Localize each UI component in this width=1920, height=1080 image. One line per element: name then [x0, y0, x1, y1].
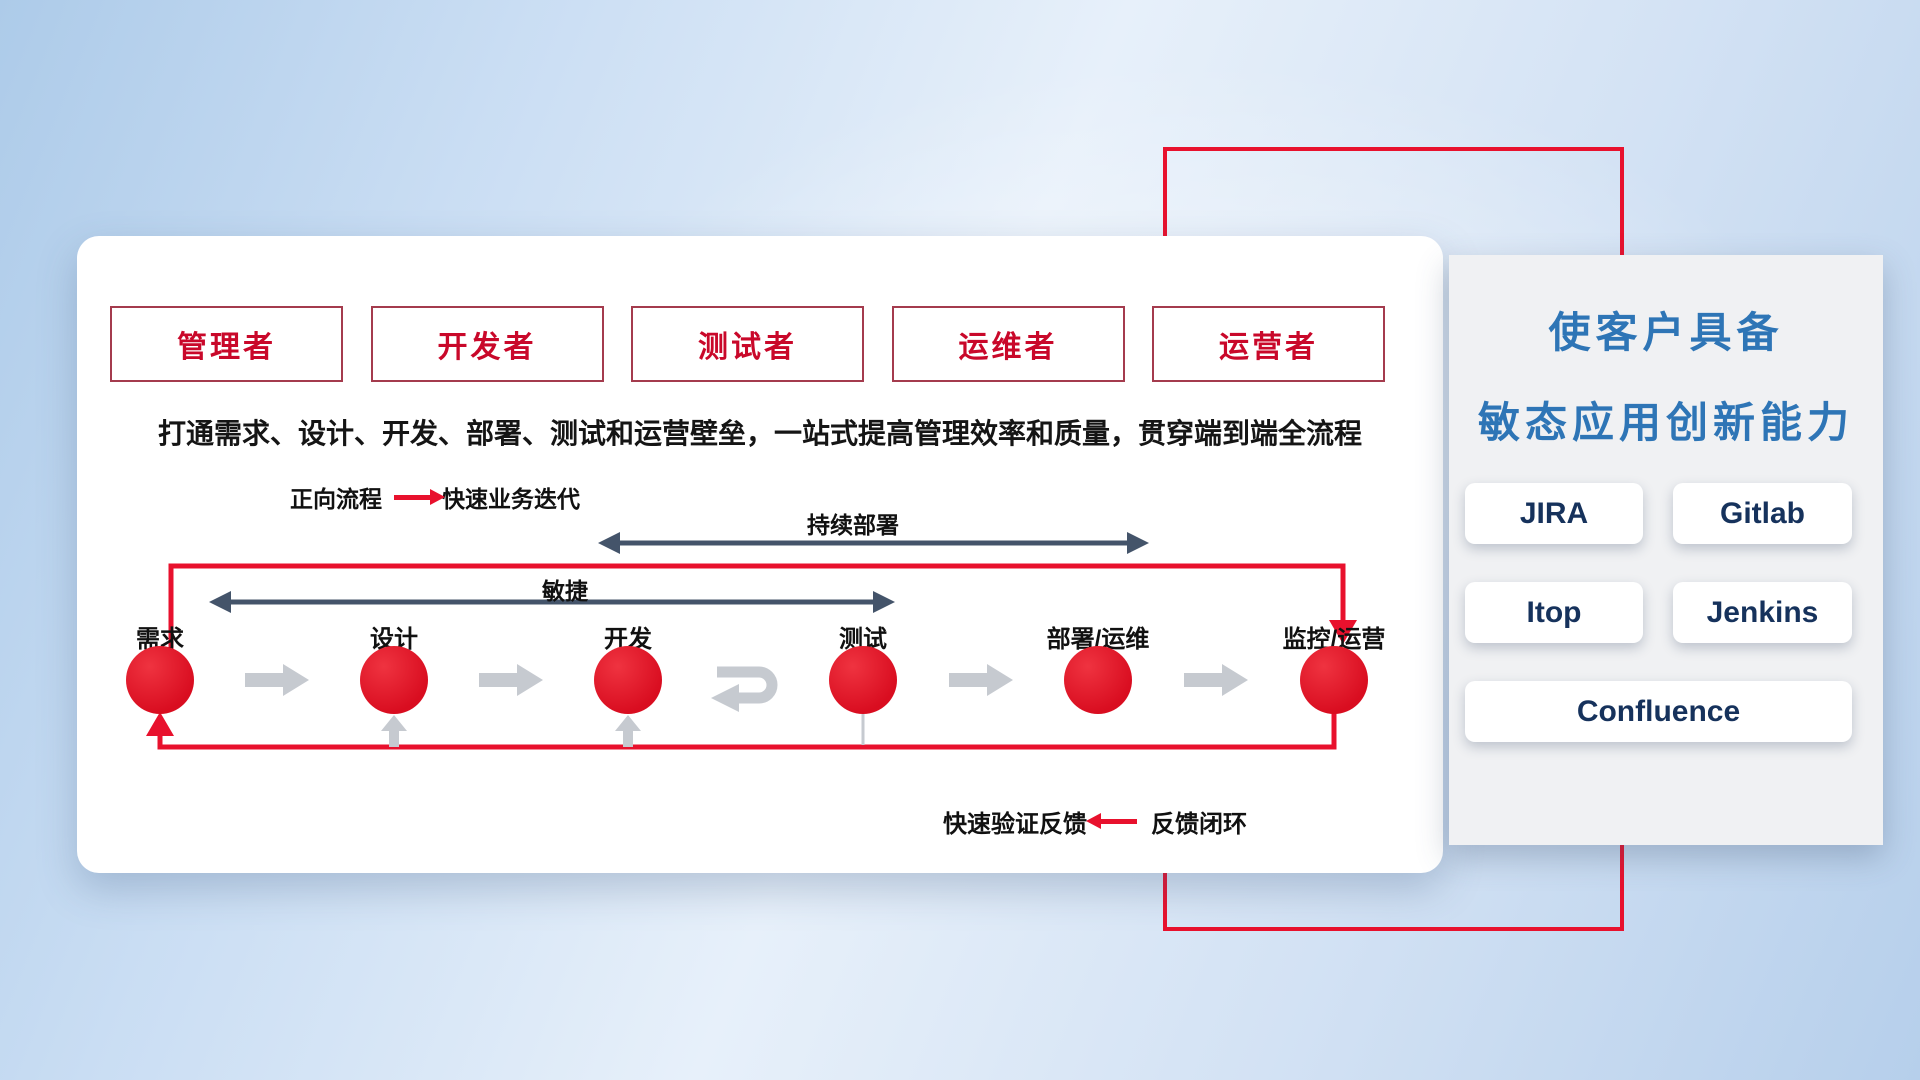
role-box-ops: 运维者 — [891, 306, 1125, 382]
tool-chip-jira: JIRA — [1465, 483, 1643, 544]
legend-forward-desc: 快速业务迭代 — [442, 486, 580, 512]
legend-feedback-loop: 快速验证反馈 反馈闭环 — [943, 804, 1247, 839]
agile-arrow-right-head-icon — [873, 591, 895, 613]
red-up-arrowhead-icon — [146, 712, 174, 736]
deploy-arrow-right-head-icon — [1127, 532, 1149, 554]
feedback-arrow-icon — [1086, 813, 1137, 829]
subtitle-text: 打通需求、设计、开发、部署、测试和运营壁垒，一站式提高管理效率和质量，贯穿端到端… — [157, 418, 1362, 449]
role-label: 运营者 — [1219, 331, 1318, 364]
role-label: 运维者 — [958, 331, 1058, 364]
capability-panel: 使客户具备 敏态应用创新能力 JIRA Gitlab Itop Jenkins … — [1449, 255, 1883, 845]
legend-feedback-desc: 快速验证反馈 — [943, 811, 1087, 838]
flow-arrow-4-icon — [1184, 664, 1248, 696]
red-feedback-loop — [157, 563, 1346, 750]
legend-forward-flow: 正向流程 快速业务迭代 — [290, 480, 580, 514]
feedback-up-arrow-dev-icon — [615, 715, 641, 747]
red-down-arrowhead-icon — [1329, 620, 1357, 644]
role-box-operator: 运营者 — [1152, 306, 1385, 382]
flow-arrow-2-icon — [479, 664, 543, 696]
tool-label: JIRA — [1519, 496, 1589, 530]
panel-title-line1: 使客户具备 — [1548, 309, 1784, 356]
tool-label: Itop — [1526, 595, 1582, 629]
role-label: 管理者 — [177, 331, 276, 364]
deploy-range-double-arrow — [598, 532, 1149, 554]
red-top-line — [168, 563, 1346, 650]
legend-feedback-label: 反馈闭环 — [1151, 811, 1247, 838]
rework-loop-arrowhead-icon — [711, 684, 739, 712]
stage-circle-monitor-operate — [1300, 646, 1368, 714]
forward-arrow-icon — [394, 488, 445, 505]
role-box-developer: 开发者 — [370, 306, 604, 382]
stage-circle-test — [829, 646, 897, 714]
tool-label: Gitlab — [1719, 496, 1805, 530]
panel-title-line2: 敏态应用创新能力 — [1477, 399, 1854, 446]
role-box-tester: 测试者 — [631, 306, 864, 382]
deploy-arrow-left-head-icon — [598, 532, 620, 554]
role-label: 开发者 — [437, 331, 537, 364]
rework-loop-arrow-icon — [717, 666, 778, 704]
continuous-deploy-label: 持续部署 — [807, 512, 899, 538]
flow-diagram-graphics — [146, 532, 1357, 750]
flow-arrow-1-icon — [245, 664, 309, 696]
roles-row: 管理者 开发者 测试者 运维者 运营者 — [110, 306, 1385, 382]
role-box-manager: 管理者 — [110, 306, 343, 382]
feedback-up-arrow-design-icon — [381, 715, 407, 747]
role-label: 测试者 — [698, 331, 797, 364]
agile-arrow-left-head-icon — [209, 591, 231, 613]
flow-arrow-3-icon — [949, 664, 1013, 696]
red-bottom-line — [157, 712, 1337, 750]
tool-chip-confluence: Confluence — [1465, 681, 1852, 742]
tool-label: Confluence — [1576, 694, 1741, 728]
legend-forward-label: 正向流程 — [290, 486, 382, 512]
tool-label: Jenkins — [1706, 595, 1819, 629]
tool-chip-gitlab: Gitlab — [1673, 483, 1852, 544]
tool-chip-jenkins: Jenkins — [1673, 582, 1852, 643]
stage-circle-design — [360, 646, 428, 714]
tool-chip-itop: Itop — [1465, 582, 1643, 643]
stage-circle-requirement — [126, 646, 194, 714]
stage-circle-develop — [594, 646, 662, 714]
devops-flow-card: 管理者 开发者 测试者 运维者 运营者 打通需求、设计、开发、部署、测试和运营壁… — [77, 236, 1443, 873]
agile-label: 敏捷 — [542, 578, 588, 604]
stage-circle-deploy-ops — [1064, 646, 1132, 714]
agile-range-double-arrow — [209, 591, 895, 613]
